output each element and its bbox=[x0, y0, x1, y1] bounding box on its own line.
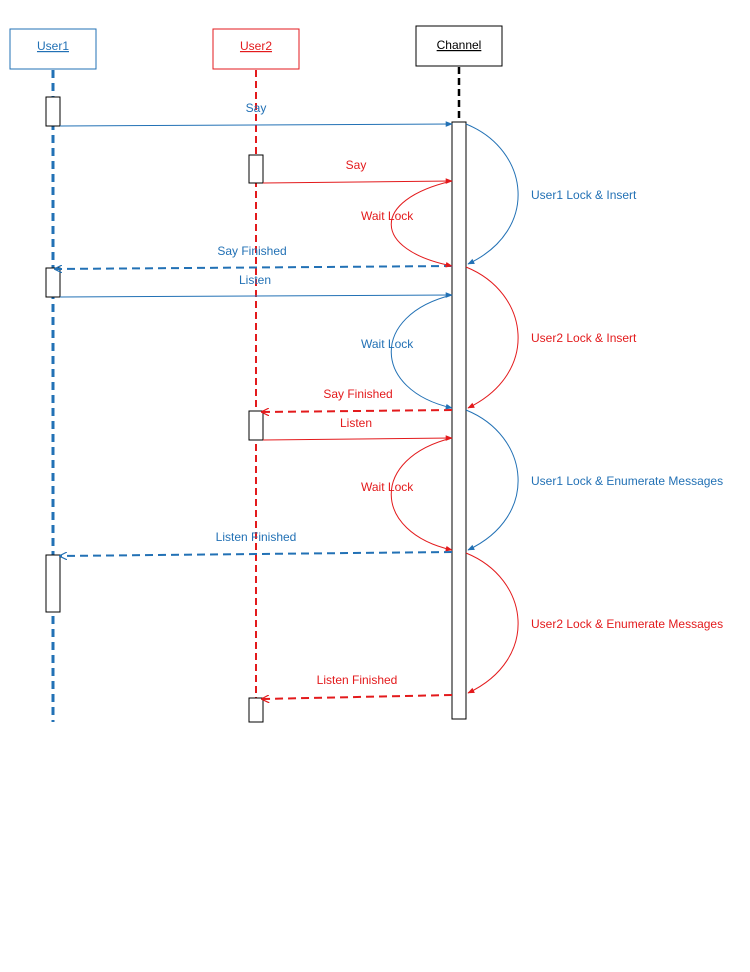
wait-lock-user2-2-label: Wait Lock bbox=[361, 480, 414, 494]
self-call-user2-lock-insert-label: User2 Lock & Insert bbox=[531, 331, 637, 345]
message-user1-say-label: Say bbox=[246, 101, 267, 115]
self-call-user1-lock-enumerate bbox=[465, 409, 519, 551]
actor-channel: Channel bbox=[415, 25, 503, 67]
self-call-user1-lock-insert bbox=[465, 123, 519, 265]
message-user2-listen-label: Listen bbox=[340, 416, 372, 430]
wait-lock-user2-1-label: Wait Lock bbox=[361, 209, 414, 223]
message-user1-listen-finished-label: Listen Finished bbox=[216, 530, 297, 544]
wait-lock-user2-1 bbox=[390, 180, 453, 268]
actor-user1: User1 bbox=[9, 28, 97, 70]
user1-activation-3 bbox=[45, 554, 61, 613]
actor-user1-label: User1 bbox=[37, 39, 69, 53]
message-user1-listen-finished bbox=[60, 551, 453, 556]
actor-user2-label: User2 bbox=[240, 39, 272, 53]
user2-activation-2 bbox=[248, 410, 264, 441]
message-user2-say-label: Say bbox=[346, 158, 367, 172]
wait-lock-user2-2 bbox=[390, 437, 453, 552]
self-call-user1-lock-insert-label: User1 Lock & Insert bbox=[531, 188, 637, 202]
self-call-user1-lock-enumerate-label: User1 Lock & Enumerate Messages bbox=[531, 474, 723, 488]
message-user2-listen bbox=[262, 435, 453, 441]
message-user2-say-finished bbox=[262, 410, 453, 412]
user1-activation-2 bbox=[45, 267, 61, 298]
wait-lock-user1-label: Wait Lock bbox=[361, 337, 414, 351]
user1-activation-1 bbox=[45, 96, 61, 127]
self-call-user2-lock-insert bbox=[465, 266, 519, 409]
message-user2-listen-finished-label: Listen Finished bbox=[317, 673, 398, 687]
message-user1-listen bbox=[59, 292, 453, 298]
actor-user2: User2 bbox=[212, 28, 300, 70]
self-call-user2-lock-enumerate-label: User2 Lock & Enumerate Messages bbox=[531, 617, 723, 631]
message-user1-say-finished-label: Say Finished bbox=[217, 244, 286, 258]
message-user2-say-finished-label: Say Finished bbox=[323, 387, 392, 401]
message-user1-say bbox=[59, 121, 453, 127]
message-user2-say bbox=[262, 178, 453, 184]
message-user1-say-finished bbox=[55, 266, 453, 269]
message-user2-listen-finished bbox=[262, 694, 453, 699]
message-user1-listen-label: Listen bbox=[239, 273, 271, 287]
user2-activation-1 bbox=[248, 154, 264, 184]
user2-activation-3 bbox=[248, 697, 264, 723]
wait-lock-user1 bbox=[390, 294, 453, 410]
actor-channel-label: Channel bbox=[437, 38, 482, 52]
self-call-user2-lock-enumerate bbox=[465, 552, 519, 694]
channel-activation bbox=[451, 121, 467, 720]
